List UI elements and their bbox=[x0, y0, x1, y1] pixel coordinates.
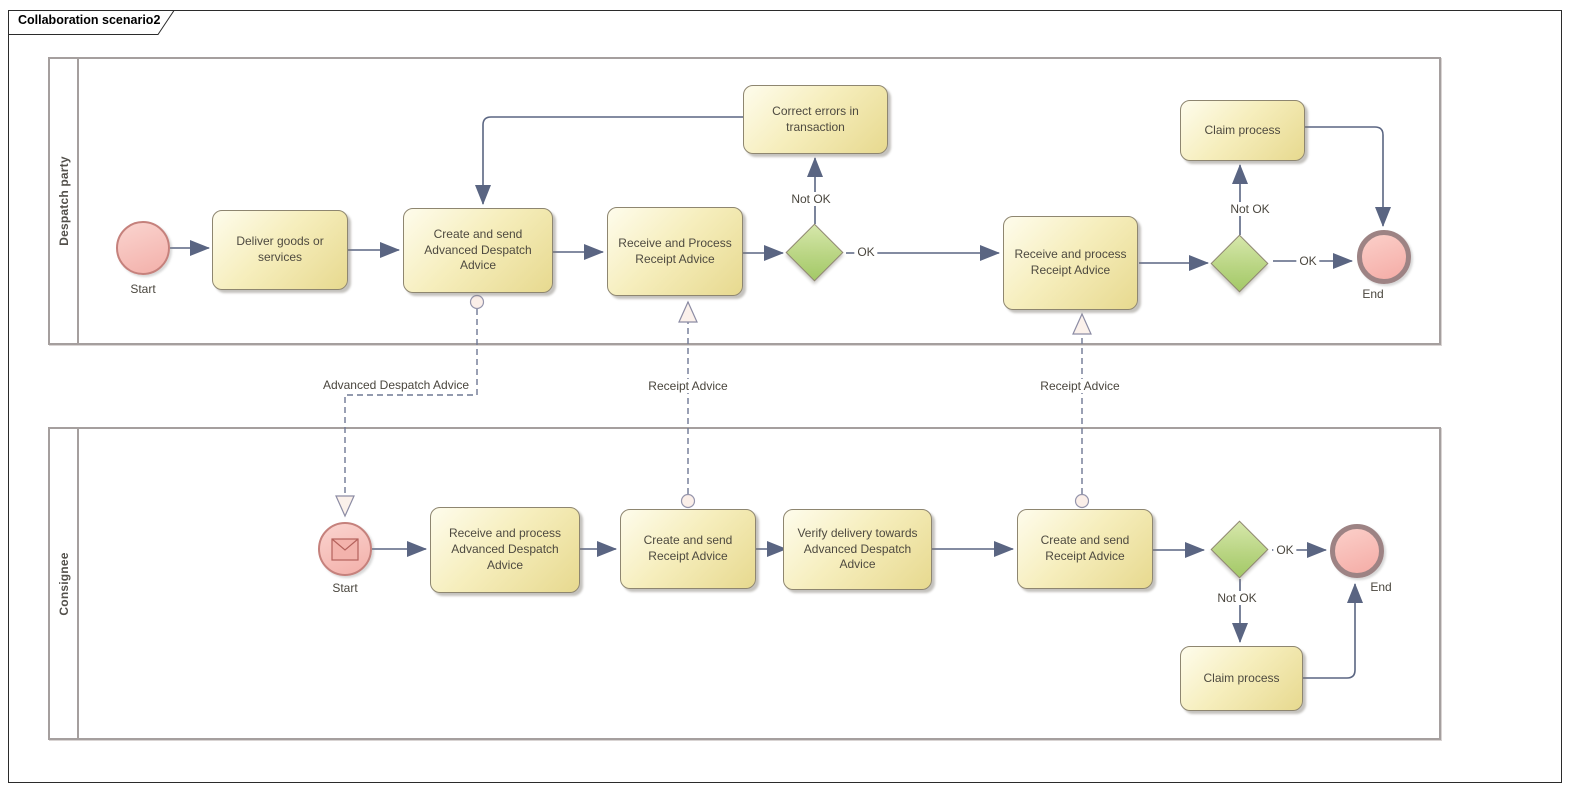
task-deliver-goods[interactable]: Deliver goods or services bbox=[212, 210, 348, 290]
task-correct-errors[interactable]: Correct errors in transaction bbox=[743, 85, 888, 154]
title-tab bbox=[8, 10, 175, 35]
task-receive-process-ra2[interactable]: Receive and process Receipt Advice bbox=[1003, 216, 1138, 310]
end-event-consignee[interactable] bbox=[1330, 524, 1384, 578]
pool-consignee-divider bbox=[77, 429, 79, 738]
edge-label-gw1-ok: OK bbox=[854, 245, 878, 259]
diagram-frame bbox=[8, 10, 1562, 783]
end-event-despatch-label: End bbox=[1362, 287, 1384, 301]
edge-label-gw1-not-ok: Not OK bbox=[788, 192, 834, 206]
task-create-send-ra2[interactable]: Create and send Receipt Advice bbox=[1017, 509, 1153, 589]
message-flow-advanced-despatch-advice bbox=[335, 309, 478, 518]
start-event-consignee-label: Start bbox=[332, 581, 358, 595]
pool-consignee: Consignee bbox=[48, 427, 1441, 740]
task-receive-process-ra1[interactable]: Receive and Process Receipt Advice bbox=[607, 207, 743, 296]
task-claim-process-despatch[interactable]: Claim process bbox=[1180, 100, 1305, 161]
start-event-despatch[interactable] bbox=[116, 221, 170, 275]
edge-label-gw3-ok: OK bbox=[1273, 543, 1297, 557]
start-event-consignee[interactable] bbox=[318, 522, 372, 576]
edge-label-gw2-not-ok: Not OK bbox=[1227, 202, 1273, 216]
flow-claim1-to-end1 bbox=[1305, 126, 1391, 227]
edge-label-gw3-not-ok: Not OK bbox=[1214, 591, 1260, 605]
message-source-dot-ra1 bbox=[680, 493, 696, 509]
message-label-advanced-despatch-advice: Advanced Despatch Advice bbox=[319, 378, 473, 392]
task-claim-process-consignee[interactable]: Claim process bbox=[1180, 646, 1303, 711]
flow-correct-errors-to-create-ada bbox=[475, 116, 743, 205]
message-source-dot-ada bbox=[469, 294, 485, 310]
envelope-icon bbox=[331, 538, 359, 561]
start-event-despatch-label: Start bbox=[130, 282, 156, 296]
task-verify-delivery[interactable]: Verify delivery towards Advanced Despatc… bbox=[783, 509, 932, 590]
message-source-dot-ra2 bbox=[1074, 493, 1090, 509]
flow-claim2-to-end2 bbox=[1303, 583, 1363, 679]
message-label-receipt-advice-1: Receipt Advice bbox=[645, 379, 731, 393]
diagram-title: Collaboration scenario2 bbox=[18, 13, 161, 27]
task-create-send-ra1[interactable]: Create and send Receipt Advice bbox=[620, 509, 756, 589]
message-label-receipt-advice-2: Receipt Advice bbox=[1037, 379, 1123, 393]
edge-label-gw2-ok: OK bbox=[1296, 254, 1320, 268]
task-create-send-ada[interactable]: Create and send Advanced Despatch Advice bbox=[403, 208, 553, 293]
title-tab-shape bbox=[8, 10, 175, 35]
pool-despatch-party: Despatch party bbox=[48, 57, 1441, 345]
end-event-consignee-label: End bbox=[1370, 580, 1392, 594]
end-event-despatch[interactable] bbox=[1357, 230, 1411, 284]
task-receive-process-ada[interactable]: Receive and process Advanced Despatch Ad… bbox=[430, 507, 580, 593]
pool-despatch-divider bbox=[77, 59, 79, 343]
